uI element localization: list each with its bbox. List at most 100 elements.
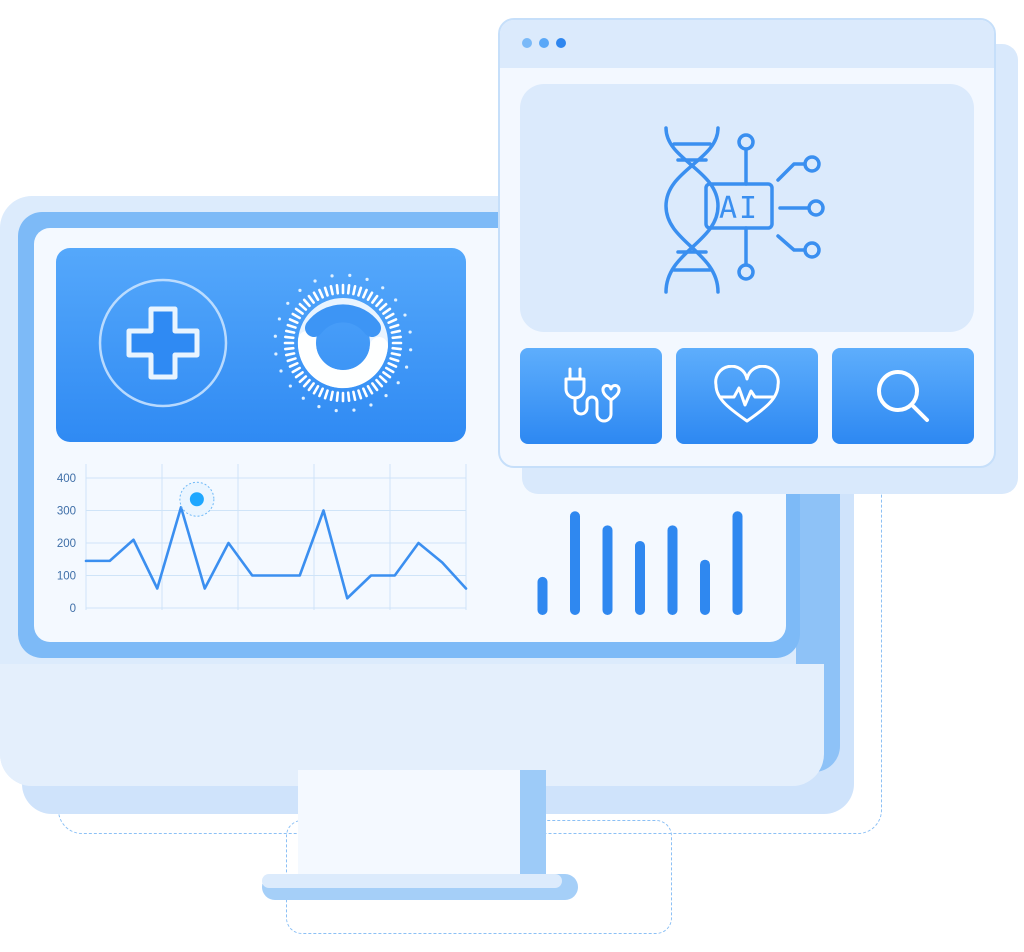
ring-tick [286,357,297,363]
window-dot-1[interactable] [522,38,532,48]
ring-dot [277,317,282,321]
medical-cross-icon [98,278,228,408]
loading-ring-icon [273,273,413,413]
monitor-chin [0,664,824,786]
ring-tick [323,389,329,400]
ring-dot [334,409,338,413]
search-icon [877,370,929,422]
ring-tick [298,375,308,384]
heart-pulse-tile[interactable] [676,348,818,444]
ring-tick [382,307,392,315]
ring-tick [291,366,301,374]
monitor-stand-base-top [262,874,562,888]
stethoscope-icon [564,367,621,423]
ring-tick [382,371,392,379]
monitor-stand-shade [520,770,546,878]
ring-tick [329,284,334,296]
ring-dot [384,394,388,398]
ring-tick [389,323,400,329]
search-tile[interactable] [832,348,974,444]
ring-tick [284,335,295,340]
ring-tick [357,389,363,400]
ring-tick [391,346,402,351]
ring-tick [352,390,357,402]
ring-dot [317,404,321,409]
ring-dot [404,365,409,369]
ring-tick [291,312,301,320]
ring-dot [396,381,400,385]
ring-tick [307,294,315,304]
ring-tick [318,387,324,398]
ai-card [520,84,974,332]
highlight-point[interactable] [189,492,204,507]
ring-dot [369,403,373,407]
ring-dot [352,408,356,412]
ring-tick [366,385,374,395]
y-tick-label: 400 [57,473,76,485]
ring-dot [279,369,283,373]
ring-tick [362,387,368,398]
ai-label: AI [718,191,760,226]
ring-dot [313,279,317,283]
ring-dot [298,288,302,292]
ring-tick [390,329,402,334]
ring-dot [394,298,398,302]
ring-dot [274,352,278,356]
ring-tick [352,284,357,296]
ring-tick [385,366,395,374]
ring-dot [403,313,407,317]
ring-tick [288,318,299,324]
ring-tick [335,284,340,295]
ring-tick [335,391,340,402]
ring-tick [375,378,384,388]
ring-tick [390,352,402,357]
ring-tick [294,307,304,315]
window-dot-2[interactable] [539,38,549,48]
ring-tick [385,312,395,320]
ring-dot [409,348,413,352]
ring-tick [312,385,320,395]
ring-tick [389,357,400,363]
ring-tick [375,298,384,308]
ring-tick [378,302,388,311]
ring-tick [294,371,304,379]
stethoscope-tile[interactable] [520,348,662,444]
ring-tick [286,323,297,329]
ring-tick [362,288,368,299]
ring-tick [323,286,329,297]
ring-tick [284,329,296,334]
ring-tick [387,362,398,368]
ai-dna-icon [664,126,825,294]
ring-dot [273,334,277,338]
ring-tick [346,284,351,295]
ring-tick [378,375,388,384]
ring-tick [318,288,324,299]
ring-tick [371,294,379,304]
ring-tick [298,302,308,311]
series-line [84,505,468,600]
ring-dot [286,301,290,305]
ring-dot [301,396,305,400]
ring-tick [387,318,398,324]
ring-tick [284,352,296,357]
ring-tick [312,291,320,301]
ring-tick [357,286,363,297]
ring-tick [346,391,351,402]
ring-tick [302,378,311,388]
window-titlebar [500,20,994,68]
ring-dot [348,273,352,277]
ring-tick [329,390,334,402]
bar-chart [505,511,743,615]
ring-tick [302,298,311,308]
y-tick-label: 300 [57,506,76,518]
hero-panel [56,248,466,442]
ring-tick [371,382,379,392]
ring-tick [288,362,299,368]
ring-tick [307,382,315,392]
ring-dot [381,286,385,290]
heart-pulse-icon [714,365,780,423]
ring-dot [408,330,412,334]
y-tick-label: 200 [57,538,76,550]
window-dot-3[interactable] [556,38,566,48]
